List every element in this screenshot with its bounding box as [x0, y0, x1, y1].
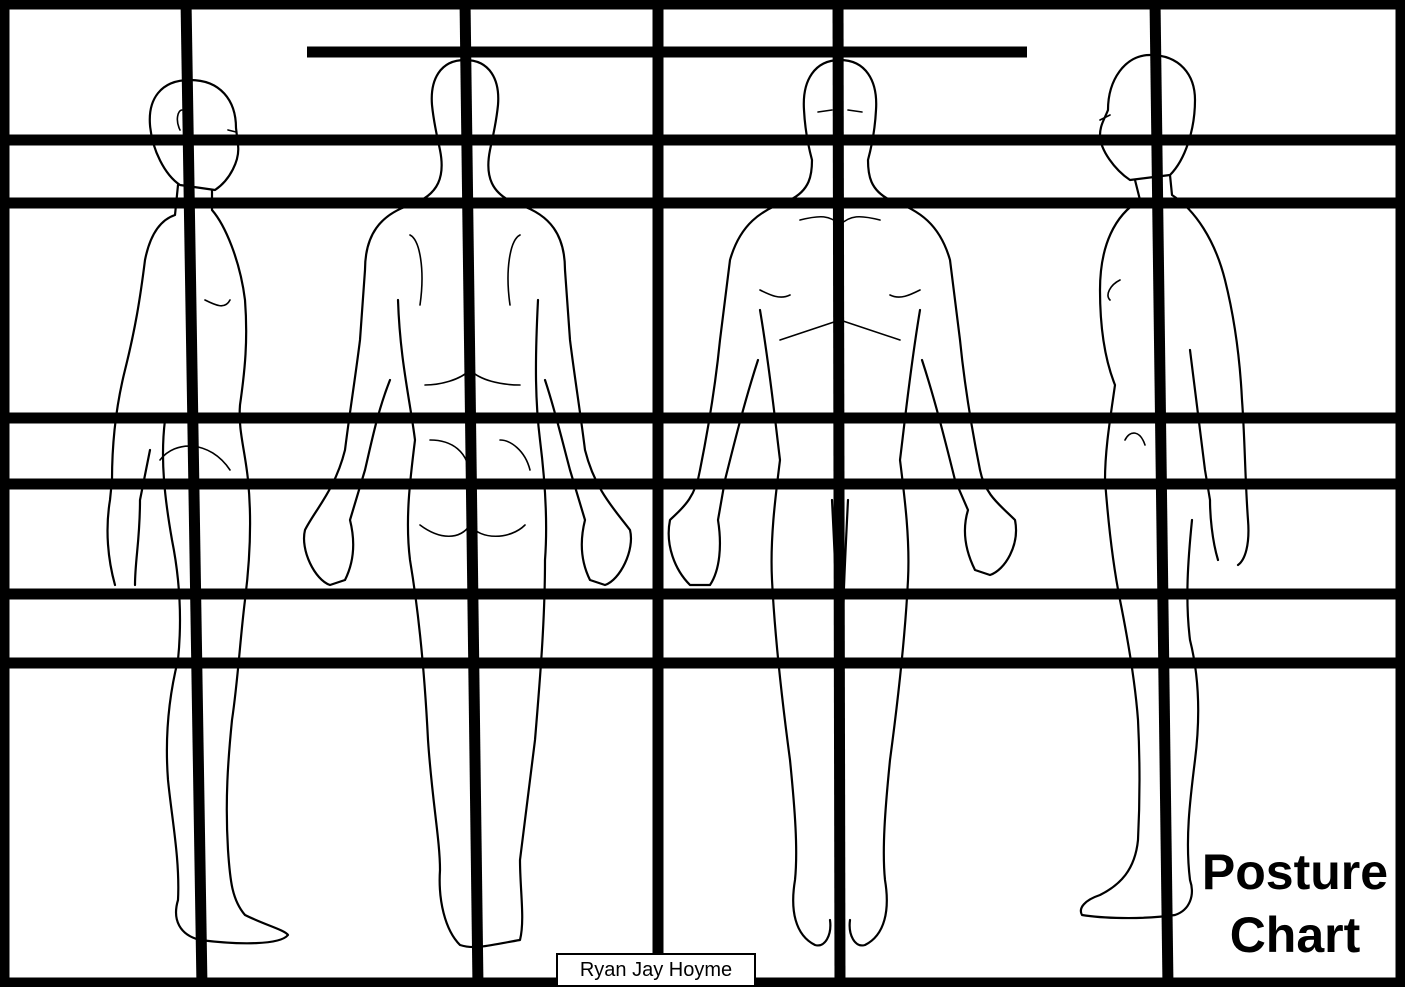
- author-label: Ryan Jay Hoyme: [556, 953, 756, 987]
- vertical-line: [1155, 0, 1168, 987]
- vertical-line: [186, 0, 202, 987]
- chart-title-line-2: Chart: [1195, 910, 1395, 960]
- vertical-line: [838, 0, 840, 987]
- vertical-line: [465, 0, 478, 987]
- chart-title-line-1: Posture: [1195, 847, 1395, 897]
